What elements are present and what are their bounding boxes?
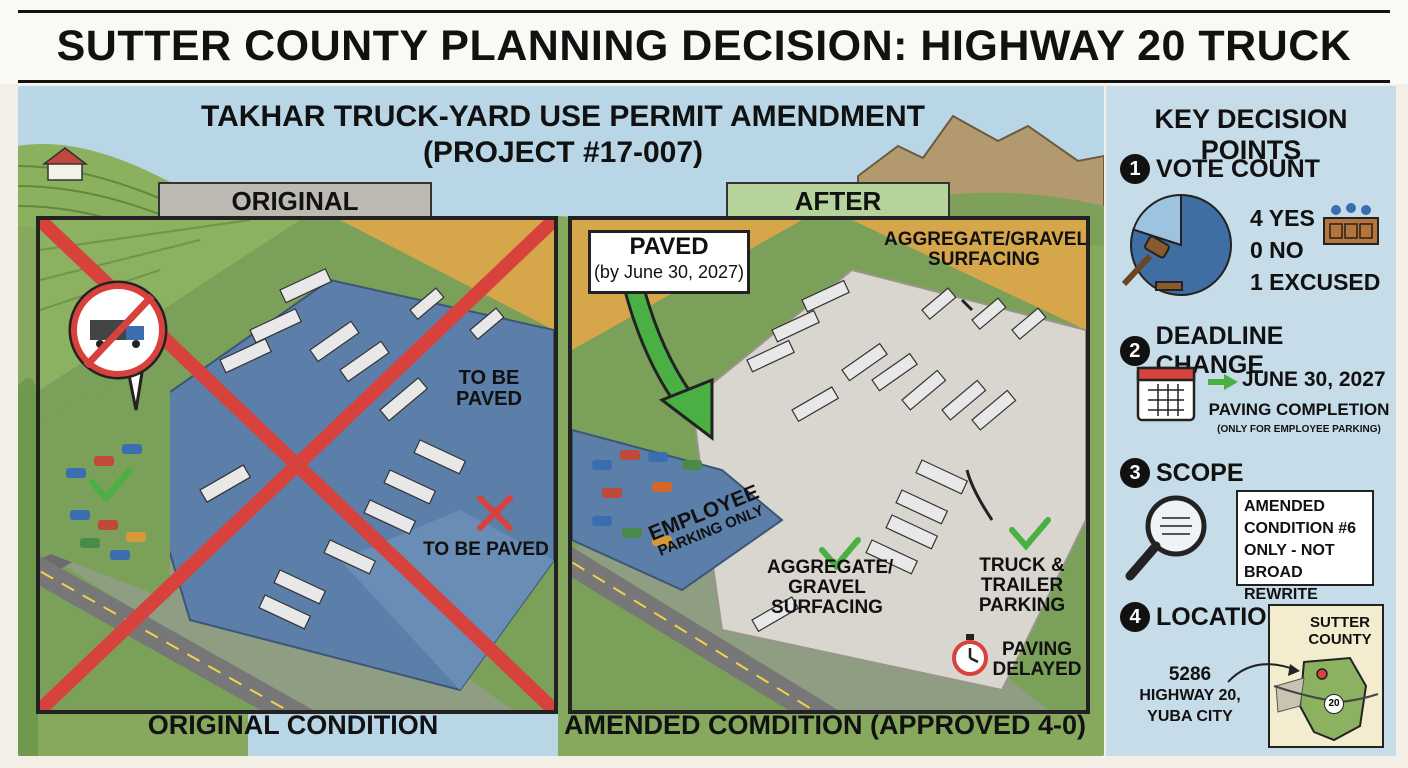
- truck-trailer-parking-label: TRUCK & TRAILER PARKING: [978, 555, 1066, 616]
- paved-callout: PAVED (by June 30, 2027): [588, 230, 750, 294]
- vote-yes: 4 YES: [1250, 205, 1315, 231]
- project-subtitle: TAKHAR TRUCK-YARD USE PERMIT AMENDMENT: [201, 100, 925, 133]
- amended-condition-panel: PAVED (by June 30, 2027) AGGREGATE/GRAVE…: [568, 216, 1090, 714]
- key-points-title: KEY DECISION POINTS: [1154, 104, 1348, 165]
- stopwatch-icon: [952, 634, 988, 676]
- address-line2: HIGHWAY 20,: [1139, 687, 1241, 704]
- to-be-paved-label-1: TO BE PAVED: [456, 367, 522, 410]
- paved-title: PAVED: [629, 233, 709, 260]
- tab-original-condition: ORIGINAL CONDITION: [158, 182, 432, 250]
- vote-count-heading: 1 VOTE COUNT: [1120, 154, 1320, 184]
- red-x-icon: [477, 495, 513, 531]
- employee-cars: [592, 450, 702, 546]
- point-number-4: 4: [1120, 602, 1150, 632]
- paved-date: (by June 30, 2027): [593, 262, 745, 282]
- title-rule-top: [18, 10, 1390, 13]
- point-number-2: 2: [1120, 336, 1150, 366]
- deadline-line1: PAVING COMPLETION: [1208, 400, 1390, 419]
- council-icon: [1323, 203, 1379, 245]
- point-number-1: 1: [1120, 154, 1150, 184]
- original-aerial-view: [40, 220, 554, 710]
- magnifier-icon: [1125, 495, 1207, 581]
- scope-note: AMENDED CONDITION #6 ONLY - NOT BROAD RE…: [1236, 490, 1374, 603]
- deadline-line2: (ONLY FOR EMPLOYEE PARKING): [1217, 424, 1381, 435]
- location-map: SUTTER COUNTY 20: [1268, 604, 1384, 748]
- green-arrow-icon: [1208, 374, 1238, 390]
- point-number-3: 3: [1120, 458, 1150, 488]
- vote-pie-chart: [1130, 193, 1232, 296]
- check-icon: [819, 517, 1051, 571]
- vote-count-label: VOTE COUNT: [1156, 154, 1320, 183]
- gravel-label-bottom: AGGREGATE/ GRAVEL SURFACING: [767, 557, 894, 618]
- page-title: SUTTER COUNTY PLANNING DECISION: HIGHWAY…: [56, 22, 1352, 134]
- check-icon: [89, 467, 133, 503]
- location-heading: 4 LOCATION: [1120, 602, 1285, 632]
- illustration-scene: TAKHAR TRUCK-YARD USE PERMIT AMENDMENT (…: [18, 86, 1104, 756]
- address-line1: 5286: [1168, 664, 1212, 685]
- scope-label: SCOPE: [1156, 458, 1244, 487]
- parked-cars: [66, 444, 146, 560]
- pie-slice-excused: [1132, 193, 1182, 247]
- tab-after: AFTER: [726, 182, 950, 220]
- address-line3: YUBA CITY: [1147, 708, 1233, 725]
- location-label: LOCATION: [1156, 602, 1285, 631]
- vote-no: 0 NO: [1250, 237, 1304, 263]
- route-20-marker: 20: [1324, 694, 1344, 714]
- vote-tally: 4 YES 0 NO 1 EXCUSED: [1250, 202, 1380, 298]
- location-address: 5286 HIGHWAY 20, YUBA CITY: [1130, 664, 1250, 727]
- parked-trucks: [199, 268, 505, 630]
- key-decision-points-panel: KEY DECISION POINTS 1 VOTE COUNT 4 YES 0…: [1106, 86, 1396, 756]
- original-condition-caption: ORIGINAL CONDITION: [147, 710, 439, 740]
- gravel-label-top: AGGREGATE/GRAVEL SURFACING: [884, 229, 1089, 270]
- title-rule-bottom: [18, 80, 1390, 83]
- no-trucks-icon: [68, 280, 168, 411]
- original-condition-panel: TO BE PAVED TO BE PAVED: [36, 216, 558, 714]
- map-county-label: SUTTER COUNTY: [1308, 614, 1372, 648]
- paving-delayed-label: PAVING DELAYED: [992, 639, 1082, 680]
- project-number: (PROJECT #17-007): [422, 136, 704, 169]
- gravel-trucks: [746, 279, 1047, 633]
- gavel-icon: [1121, 236, 1183, 291]
- amended-condition-caption: AMENDED COMDITION (APPROVED 4-0): [563, 710, 1087, 740]
- map-pin-icon: [1227, 663, 1300, 683]
- to-be-paved-label-2: TO BE PAVED: [423, 539, 549, 560]
- green-arrow-icon: [621, 277, 714, 442]
- amended-aerial-view: [572, 220, 1086, 710]
- scope-heading: 3 SCOPE: [1120, 458, 1244, 488]
- deadline-date: JUNE 30, 2027: [1242, 368, 1386, 391]
- title-bar: SUTTER COUNTY PLANNING DECISION: HIGHWAY…: [0, 0, 1408, 134]
- vote-excused: 1 EXCUSED: [1250, 269, 1381, 295]
- calendar-icon: [1136, 366, 1196, 422]
